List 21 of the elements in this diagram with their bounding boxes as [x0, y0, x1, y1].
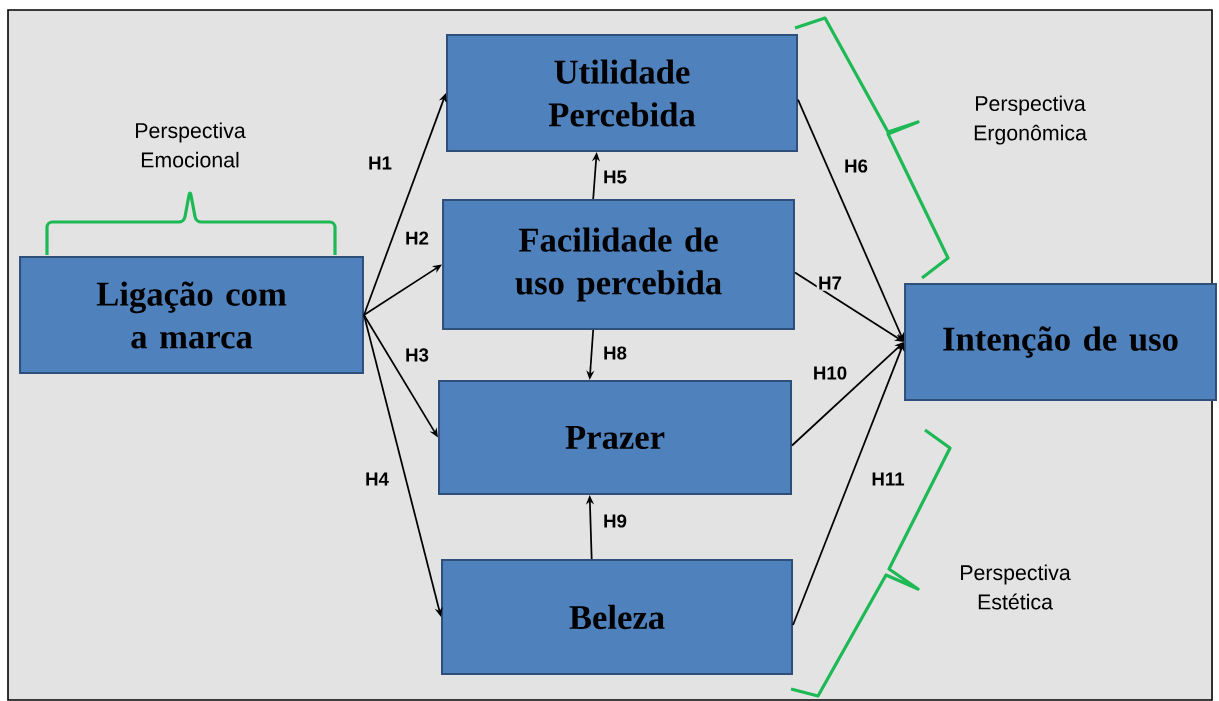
- edge-label: H11: [870, 471, 906, 487]
- edge-label: H10: [811, 365, 849, 381]
- concept-box: Utilidade Percebida: [446, 34, 798, 152]
- concept-box: Facilidade de uso percebida: [442, 198, 795, 331]
- concept-box: Intenção de uso: [904, 283, 1217, 401]
- concept-box: Ligação com a marca: [19, 256, 364, 374]
- perspective-label: Perspectiva Estética: [961, 564, 1071, 610]
- arrow: [363, 264, 442, 316]
- edge-label: H5: [601, 169, 629, 185]
- concept-box: Beleza: [441, 559, 793, 675]
- edge-label: H3: [403, 347, 431, 363]
- edge-label: H7: [816, 275, 844, 291]
- edge-label: H6: [842, 158, 870, 174]
- perspective-label: Perspectiva Ergonômica: [974, 95, 1087, 145]
- concept-box: Prazer: [438, 379, 792, 496]
- edge-label: H9: [601, 513, 629, 529]
- edge-label: H4: [363, 471, 391, 487]
- edge-label: H8: [601, 345, 629, 361]
- edge-label: H2: [403, 230, 431, 246]
- edge-label: H1: [366, 155, 394, 171]
- perspective-label: Perspectiva Emocional: [136, 122, 246, 168]
